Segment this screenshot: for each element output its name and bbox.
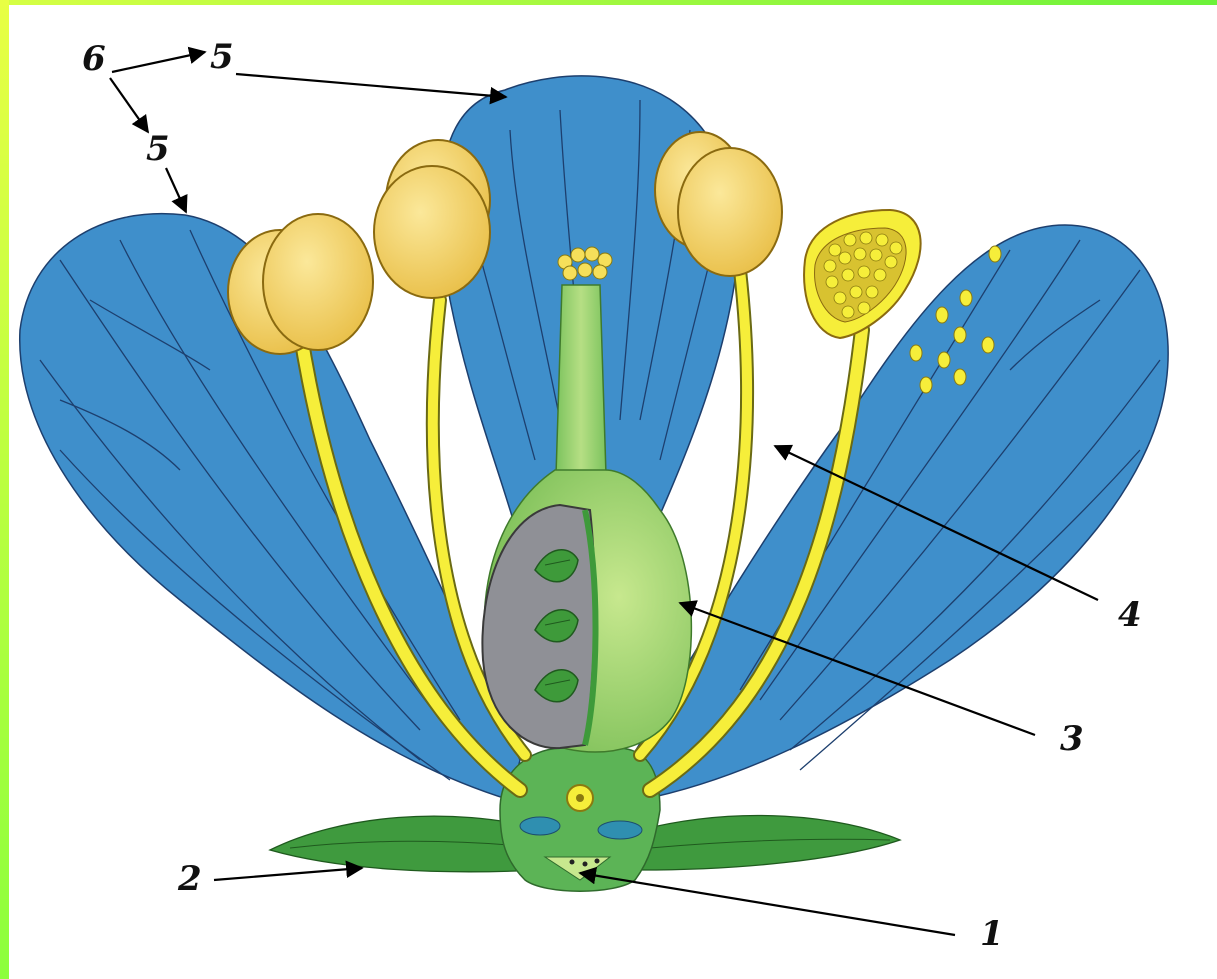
label-6: 6 <box>82 39 106 79</box>
style <box>556 285 606 475</box>
open-anther <box>804 210 921 338</box>
receptacle <box>500 748 660 891</box>
arrow-5a <box>236 74 506 97</box>
label-5-top: 5 <box>210 37 234 77</box>
label-4: 4 <box>1118 595 1142 635</box>
arrow-2 <box>214 868 362 880</box>
arrow-6-to-5b <box>110 78 148 132</box>
label-5-left: 5 <box>146 129 170 169</box>
arrow-6-to-5a <box>112 52 205 72</box>
arrow-5b <box>166 168 186 212</box>
arrow-1 <box>580 873 955 935</box>
label-2: 2 <box>177 859 202 899</box>
label-3: 3 <box>1060 719 1084 759</box>
sepal-right <box>640 816 900 870</box>
label-1: 1 <box>980 914 1004 954</box>
